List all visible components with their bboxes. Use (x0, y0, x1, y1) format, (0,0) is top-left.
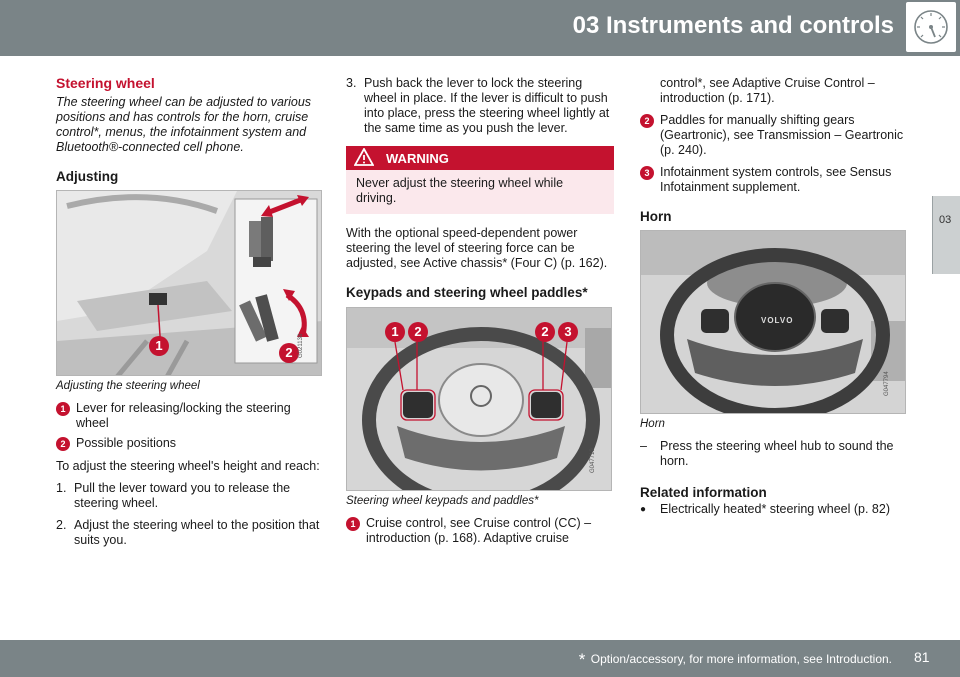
horn-illustration: VOLVO G047794 (640, 230, 906, 414)
legend-item: 2 Possible positions (56, 436, 322, 451)
warning-header: WARNING (346, 146, 614, 170)
callout-2: 2 (535, 322, 555, 342)
step-item: 1. Pull the lever toward you to release … (56, 481, 322, 511)
step-item: 2. Adjust the steering wheel to the posi… (56, 518, 322, 548)
legend-badge: 2 (640, 114, 654, 128)
legend-text: Cruise control, see Cruise control (CC) … (366, 516, 592, 545)
callout-2: 2 (279, 343, 299, 363)
legend-badge: 1 (56, 402, 70, 416)
bullet-marker: ● (640, 504, 647, 515)
legend-item: 1 Cruise control, see Cruise control (CC… (346, 516, 614, 546)
adjusting-illustration: 1 2 G021138 (56, 190, 322, 376)
gauge-icon (906, 2, 956, 52)
legend-badge: 3 (640, 166, 654, 180)
dash-text: Press the steering wheel hub to sound th… (660, 439, 894, 468)
legend-text: Paddles for manually shifting gears (Gea… (660, 113, 904, 157)
asterisk-icon: * (578, 650, 586, 669)
step-text: Pull the lever toward you to release the… (74, 481, 291, 510)
dash-marker: – (640, 439, 647, 453)
dash-item: – Press the steering wheel hub to sound … (640, 439, 908, 469)
step-number: 2. (56, 518, 67, 532)
image-code: G047719 (590, 448, 596, 473)
step-item: 3. Push back the lever to lock the steer… (346, 76, 614, 136)
callout-1: 1 (385, 322, 405, 342)
related-link[interactable]: ● Electrically heated* steering wheel (p… (640, 502, 908, 517)
warning-text: Never adjust the steering wheel while dr… (356, 176, 564, 205)
right-column: control*, see Adaptive Cruise Control – … (640, 76, 908, 517)
footer-note-text: Option/accessory, for more information, … (590, 652, 892, 666)
legend-text: Infotainment system controls, see Sensus… (660, 165, 892, 194)
callout-2: 2 (408, 322, 428, 342)
image-code: G047794 (884, 371, 890, 396)
legend-text: Possible positions (76, 436, 177, 450)
legend-item: 3 Infotainment system controls, see Sens… (640, 165, 908, 195)
page-footer: * Option/accessory, for more information… (0, 640, 960, 677)
keypads-illustration: 1 2 2 3 G047719 (346, 307, 612, 491)
chapter-title: 03 Instruments and controls (572, 12, 894, 39)
related-link-text[interactable]: Electrically heated* steering wheel (p. … (660, 502, 890, 516)
image-caption: Adjusting the steering wheel (56, 380, 200, 392)
step-text: Push back the lever to lock the steering… (364, 76, 610, 135)
page-number: 81 (914, 649, 930, 665)
section-heading: Steering wheel (56, 75, 155, 91)
legend-continuation: control*, see Adaptive Cruise Control – … (660, 76, 875, 105)
steering-paragraph: With the optional speed-dependent power … (346, 226, 608, 270)
related-heading: Related information (640, 485, 767, 500)
image-caption: Steering wheel keypads and paddles* (346, 495, 539, 507)
warning-label: WARNING (386, 150, 449, 166)
step-text: Adjust the steering wheel to the positio… (74, 518, 320, 547)
image-caption: Horn (640, 418, 665, 430)
callout-1: 1 (149, 336, 169, 356)
keypads-heading: Keypads and steering wheel paddles* (346, 285, 588, 300)
image-code: G021138 (298, 333, 304, 358)
legend-badge: 1 (346, 517, 360, 531)
callout-3: 3 (558, 322, 578, 342)
warning-triangle-icon (353, 146, 375, 169)
left-column: Steering wheel The steering wheel can be… (56, 76, 322, 555)
legend-badge: 2 (56, 437, 70, 451)
adjusting-heading: Adjusting (56, 169, 119, 184)
section-intro: The steering wheel can be adjusted to va… (56, 95, 312, 154)
horn-heading: Horn (640, 209, 672, 224)
volvo-logo: VOLVO (761, 316, 794, 325)
middle-column: 3. Push back the lever to lock the steer… (346, 76, 614, 551)
page-header: 03 Instruments and controls (0, 0, 960, 56)
footer-note: * Option/accessory, for more information… (579, 650, 892, 670)
chapter-tab-label: 03 (939, 214, 952, 226)
warning-box: WARNING Never adjust the steering wheel … (346, 146, 614, 214)
step-number: 1. (56, 481, 67, 495)
chapter-tab[interactable]: 03 (932, 196, 960, 274)
legend-item: 1 Lever for releasing/locking the steeri… (56, 401, 322, 431)
step-number: 3. (346, 76, 357, 90)
adjust-paragraph: To adjust the steering wheel's height an… (56, 459, 320, 473)
legend-item: 2 Paddles for manually shifting gears (G… (640, 113, 908, 158)
legend-text: Lever for releasing/locking the steering… (76, 401, 291, 430)
